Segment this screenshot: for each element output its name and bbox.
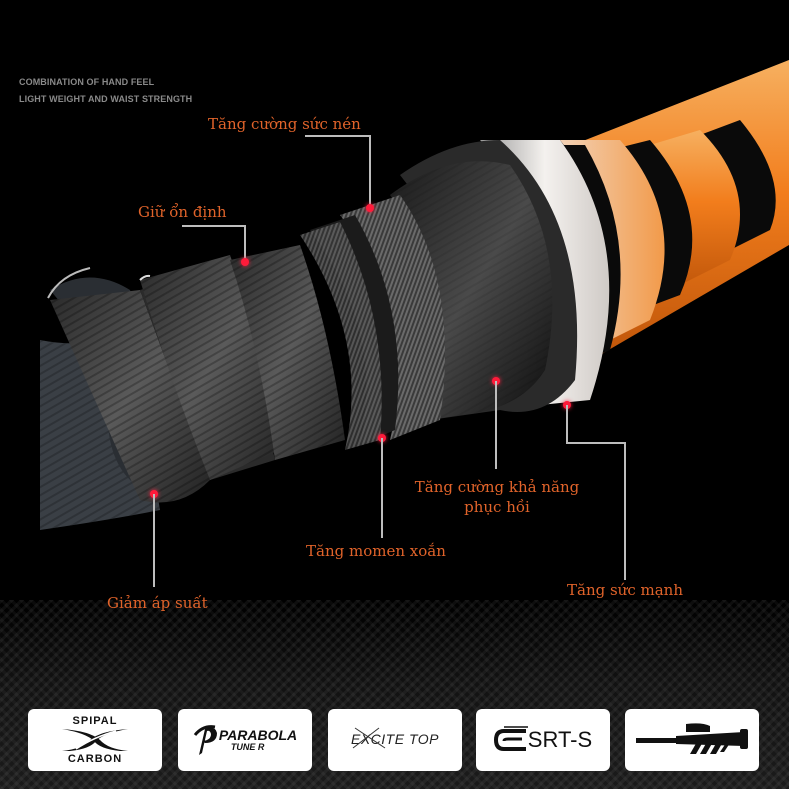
badge-srt-title: SRT-S xyxy=(527,727,593,752)
callout-recovery-leader-v xyxy=(495,381,497,469)
tagline-weight-strength: LIGHT WEIGHT AND WAIST STRENGTH xyxy=(19,94,193,104)
parabola-p-icon xyxy=(193,725,217,755)
callout-compression-leader-h xyxy=(305,135,370,137)
callout-torque-label: Tăng momen xoắn xyxy=(306,542,446,560)
rod-cutaway-illustration xyxy=(40,60,789,530)
tagline-hand-feel: COMBINATION OF HAND FEEL xyxy=(19,77,155,87)
callout-stability-leader-v xyxy=(244,225,246,262)
callout-compression-dot xyxy=(366,204,374,212)
excite-x-icon xyxy=(352,727,386,749)
callout-torque-leader-v xyxy=(381,438,383,538)
callout-recovery-label: Tăng cường khả năng phục hồi xyxy=(410,477,584,517)
callout-strength-leader-v1 xyxy=(566,405,568,443)
srt-wrap-icon xyxy=(493,726,528,751)
callout-strength-leader-h xyxy=(566,442,625,444)
badge-srt-s: SRT-S xyxy=(476,709,610,771)
callout-pressure-leader-v xyxy=(153,494,155,587)
callout-recovery-label-line1: Tăng cường khả năng xyxy=(414,478,580,496)
badge-spipal-carbon: SPIPAL CARBON xyxy=(28,709,162,771)
badge-excite-top: EXCITE TOP xyxy=(328,709,462,771)
badge-handle xyxy=(625,709,759,771)
badge-parabola-tuner: PARABOLA TUNE R xyxy=(178,709,312,771)
callout-stability-leader-h xyxy=(182,225,245,227)
rod-handle-icon xyxy=(636,723,748,754)
callout-compression-label: Tăng cường sức nén xyxy=(208,115,361,133)
x-carbon-icon xyxy=(62,729,128,751)
badge-parabola-title: PARABOLA xyxy=(218,727,298,743)
badge-spipal-top-text: SPIPAL xyxy=(72,715,118,727)
callout-stability-dot xyxy=(241,258,249,266)
callout-compression-leader-v xyxy=(369,135,371,208)
callout-stability-label: Giữ ổn định xyxy=(138,203,227,221)
badge-parabola-subtitle: TUNE R xyxy=(230,742,265,752)
callout-strength-label: Tăng sức mạnh xyxy=(567,581,683,599)
callout-recovery-label-line2: phục hồi xyxy=(464,498,530,516)
callout-strength-leader-v2 xyxy=(624,442,626,580)
badge-spipal-bottom-text: CARBON xyxy=(67,753,123,765)
callout-pressure-label: Giảm áp suất xyxy=(107,594,208,612)
badge-excite-title: EXCITE TOP xyxy=(351,731,439,747)
